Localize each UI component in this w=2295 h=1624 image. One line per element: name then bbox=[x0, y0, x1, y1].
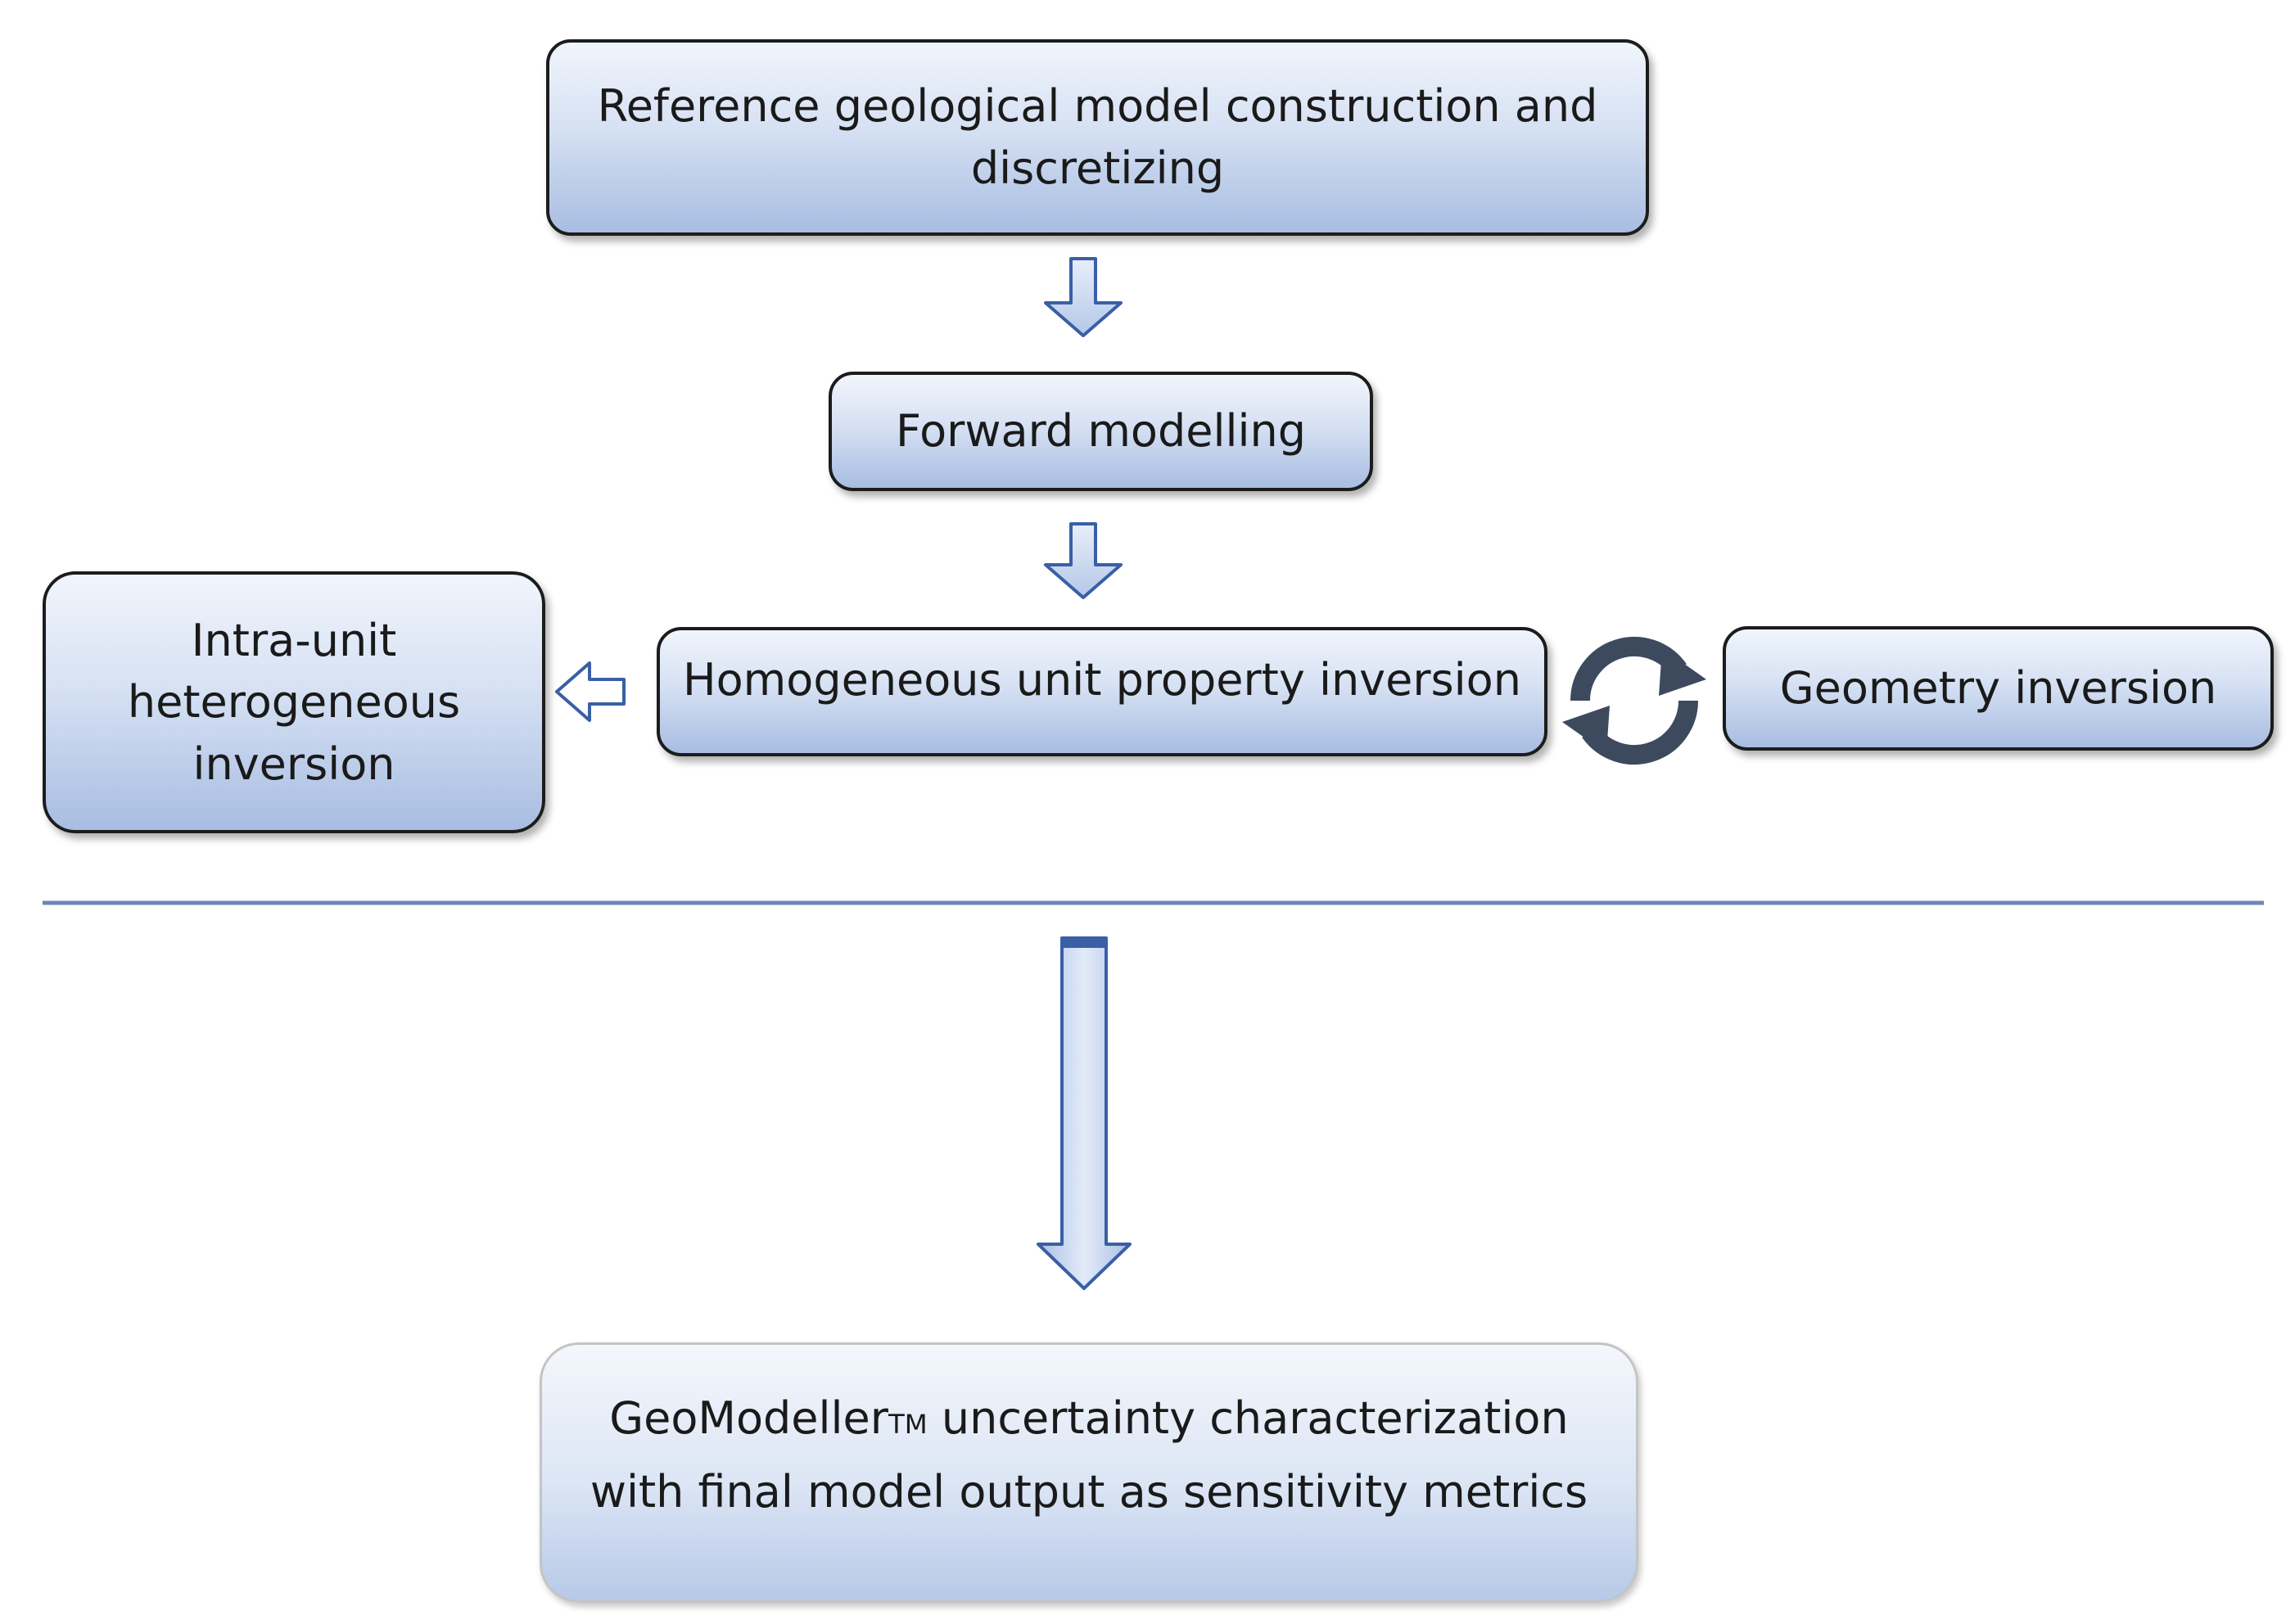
down-arrow-icon bbox=[1044, 257, 1123, 337]
final-box-line2: with final model output as sensitivity m… bbox=[590, 1466, 1588, 1518]
intra-unit-line2: heterogeneous bbox=[127, 676, 461, 729]
geometry-inversion-box: Geometry inversion bbox=[1723, 626, 2274, 751]
down-arrow-icon bbox=[1044, 522, 1123, 599]
refresh-cycle-icon bbox=[1562, 637, 1706, 765]
forward-modelling-label: Forward modelling bbox=[896, 405, 1306, 458]
intra-unit-inversion-box: Intra-unit heterogeneous inversion bbox=[43, 571, 545, 833]
reference-model-box: Reference geological model construction … bbox=[546, 39, 1649, 236]
trademark-superscript: TM bbox=[888, 1409, 928, 1441]
left-arrow-icon bbox=[555, 661, 626, 722]
forward-modelling-box: Forward modelling bbox=[829, 372, 1373, 491]
final-box-line1: GeoModellerTM uncertainty characterizati… bbox=[590, 1392, 1588, 1461]
final-box-line1-rest: uncertainty characterization bbox=[927, 1392, 1569, 1445]
geometry-inversion-label: Geometry inversion bbox=[1779, 662, 2217, 715]
intra-unit-line1: Intra-unit bbox=[191, 614, 397, 666]
long-down-arrow-icon bbox=[1037, 936, 1132, 1290]
uncertainty-characterization-box: GeoModellerTM uncertainty characterizati… bbox=[540, 1342, 1638, 1603]
homogeneous-inversion-label: Homogeneous unit property inversion bbox=[683, 654, 1521, 706]
intra-unit-line3: inversion bbox=[192, 738, 395, 790]
homogeneous-inversion-box: Homogeneous unit property inversion bbox=[657, 627, 1547, 756]
geomodeller-name: GeoModeller bbox=[609, 1392, 888, 1445]
reference-model-line2: discretizing bbox=[970, 142, 1225, 194]
reference-model-line1: Reference geological model construction … bbox=[597, 80, 1598, 133]
